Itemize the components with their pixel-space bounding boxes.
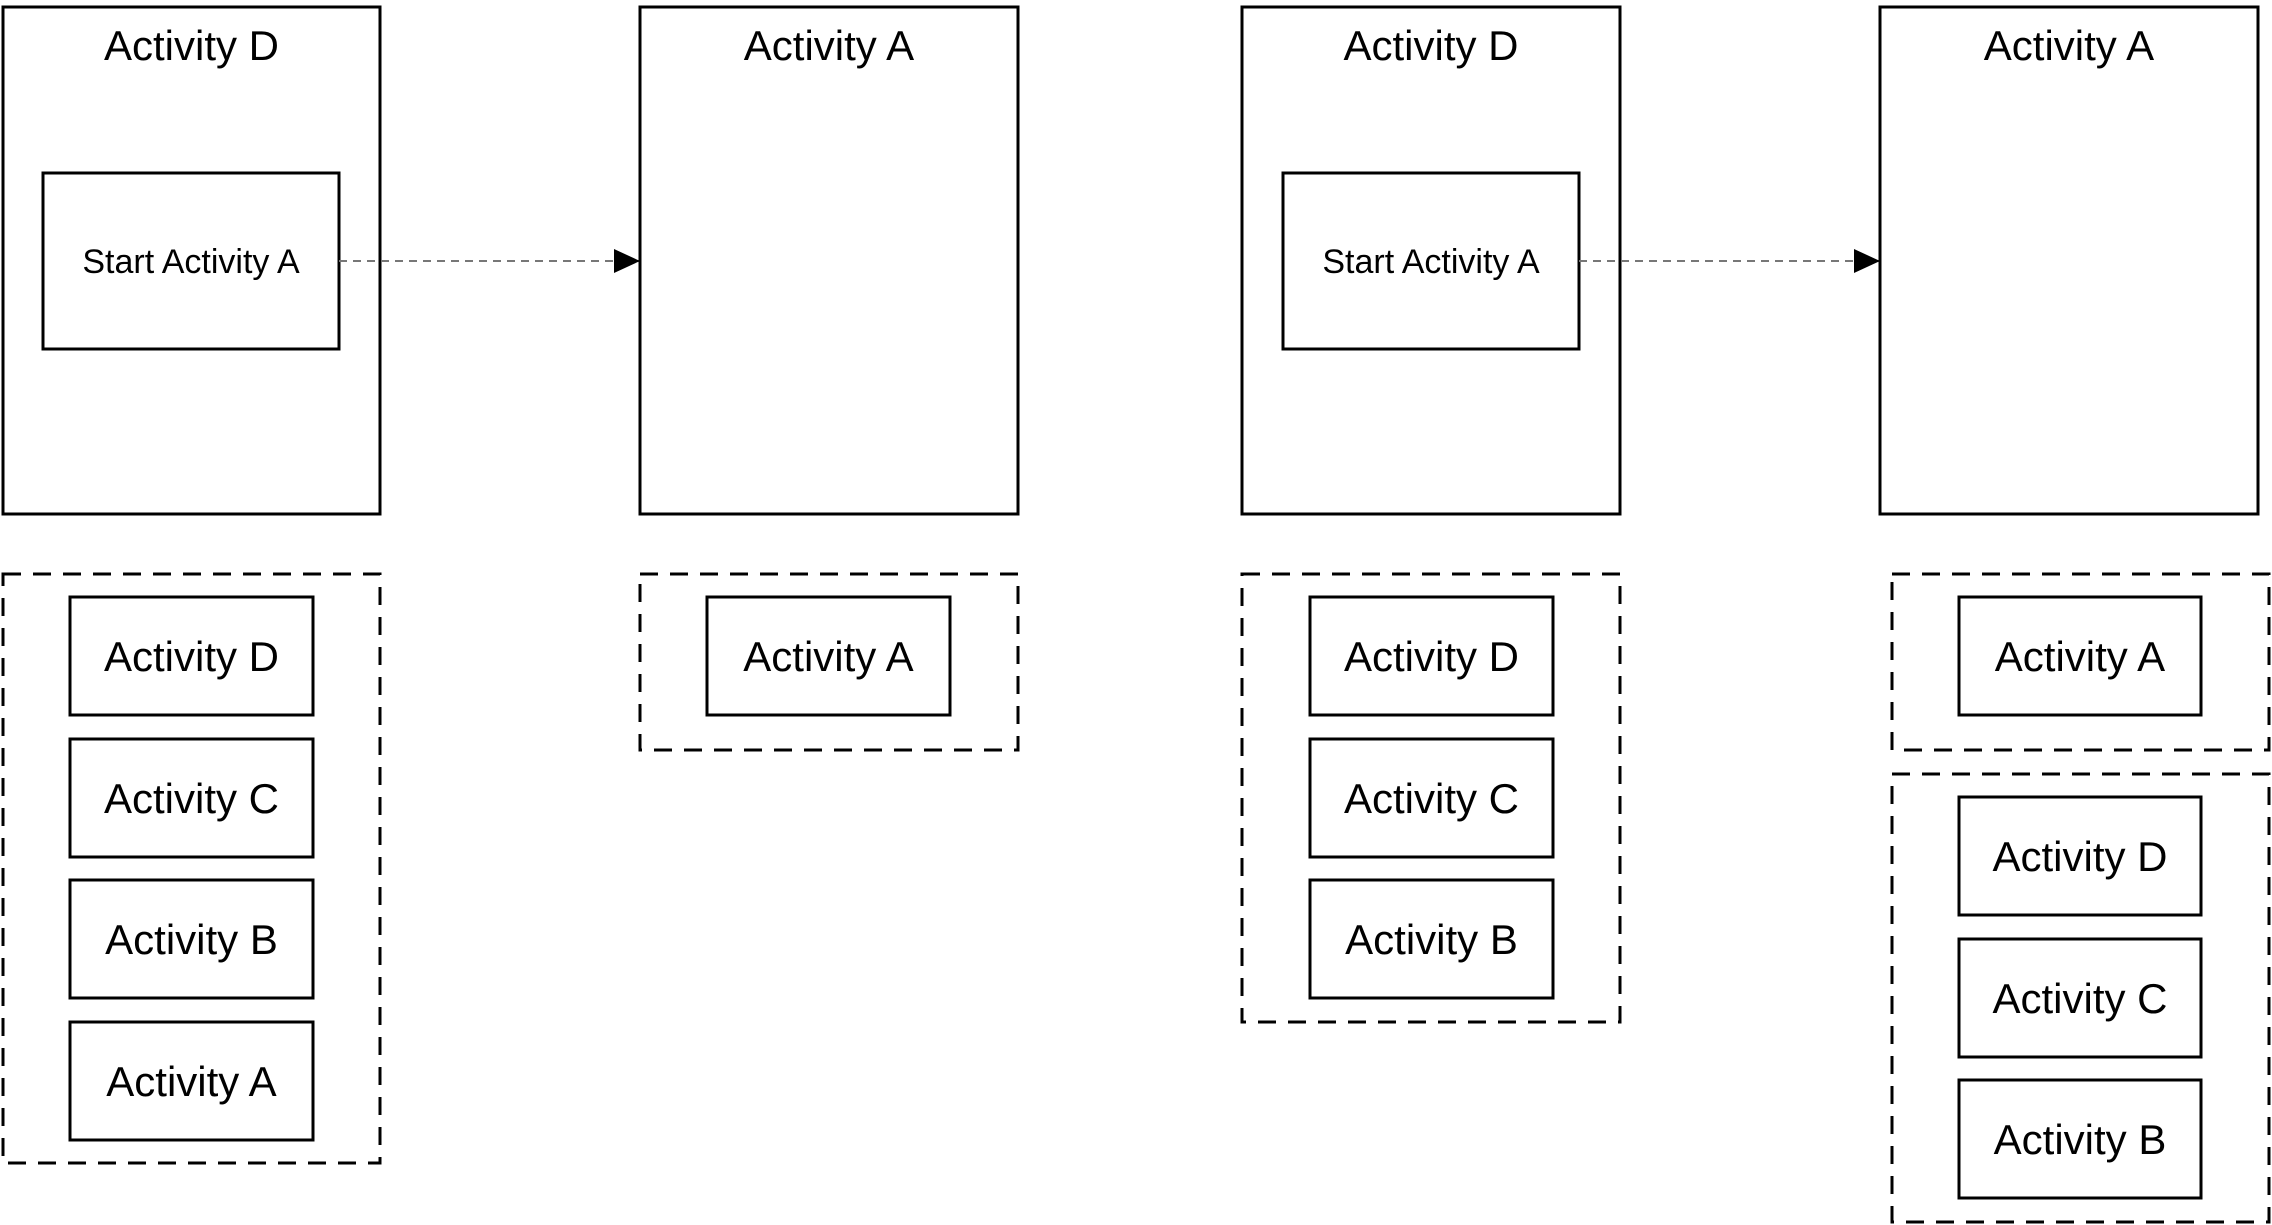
stack-1-item-1 [68, 595, 315, 717]
panel-1: Activity D Start Activity A Activity D A… [1, 5, 382, 1165]
screen-title-3: Activity D [1343, 22, 1518, 69]
stack-4a-item-1 [1957, 595, 2203, 717]
back-stack-2 [638, 572, 1020, 752]
back-stack-1 [1, 572, 382, 1165]
stack-4b-item-3 [1957, 1078, 2203, 1200]
stack-1-item-4 [68, 1020, 315, 1142]
start-activity-a-button-3[interactable] [1281, 171, 1581, 351]
stack-3-item-1 [1308, 595, 1555, 717]
activity-screen-4 [1878, 5, 2260, 516]
stack-1-item-1-label: Activity D [104, 633, 279, 680]
panel-4: Activity A Activity A Activity D Activit… [1878, 5, 2271, 1224]
start-activity-a-label-3: Start Activity A [1322, 243, 1540, 281]
activity-screen-2 [638, 5, 1020, 516]
stack-3-item-1-label: Activity D [1344, 633, 1519, 680]
stack-4b-item-2-label: Activity C [1992, 975, 2167, 1022]
stack-4b-item-1 [1957, 795, 2203, 917]
stack-4b-item-3-label: Activity B [1994, 1116, 2167, 1163]
stack-1-item-3 [68, 878, 315, 1000]
back-stack-4-top [1890, 572, 2271, 752]
stack-2-item-1-label: Activity A [743, 633, 913, 680]
start-activity-a-label-1: Start Activity A [82, 243, 300, 281]
stack-4b-item-1-label: Activity D [1992, 833, 2167, 880]
screen-title-2: Activity A [744, 22, 914, 69]
stack-4b-item-2 [1957, 937, 2203, 1059]
screen-title-1: Activity D [104, 22, 279, 69]
stack-1-item-4-label: Activity A [106, 1058, 276, 1105]
back-stack-3 [1240, 572, 1622, 1024]
stack-3-item-2-label: Activity C [1344, 775, 1519, 822]
stack-2-item-1 [705, 595, 952, 717]
back-stack-4-bottom [1890, 772, 2271, 1224]
start-activity-a-button-1[interactable] [41, 171, 341, 351]
panel-3: Activity D Start Activity A Activity D A… [1240, 5, 1622, 1024]
panel-2: Activity A Activity A [638, 5, 1020, 752]
stack-3-item-3 [1308, 878, 1555, 1000]
stack-1-item-3-label: Activity B [105, 916, 278, 963]
stack-1-item-2-label: Activity C [104, 775, 279, 822]
stack-3-item-2 [1308, 737, 1555, 859]
screen-title-4: Activity A [1984, 22, 2154, 69]
stack-1-item-2 [68, 737, 315, 859]
stack-3-item-3-label: Activity B [1345, 916, 1518, 963]
stack-4a-item-1-label: Activity A [1995, 633, 2165, 680]
